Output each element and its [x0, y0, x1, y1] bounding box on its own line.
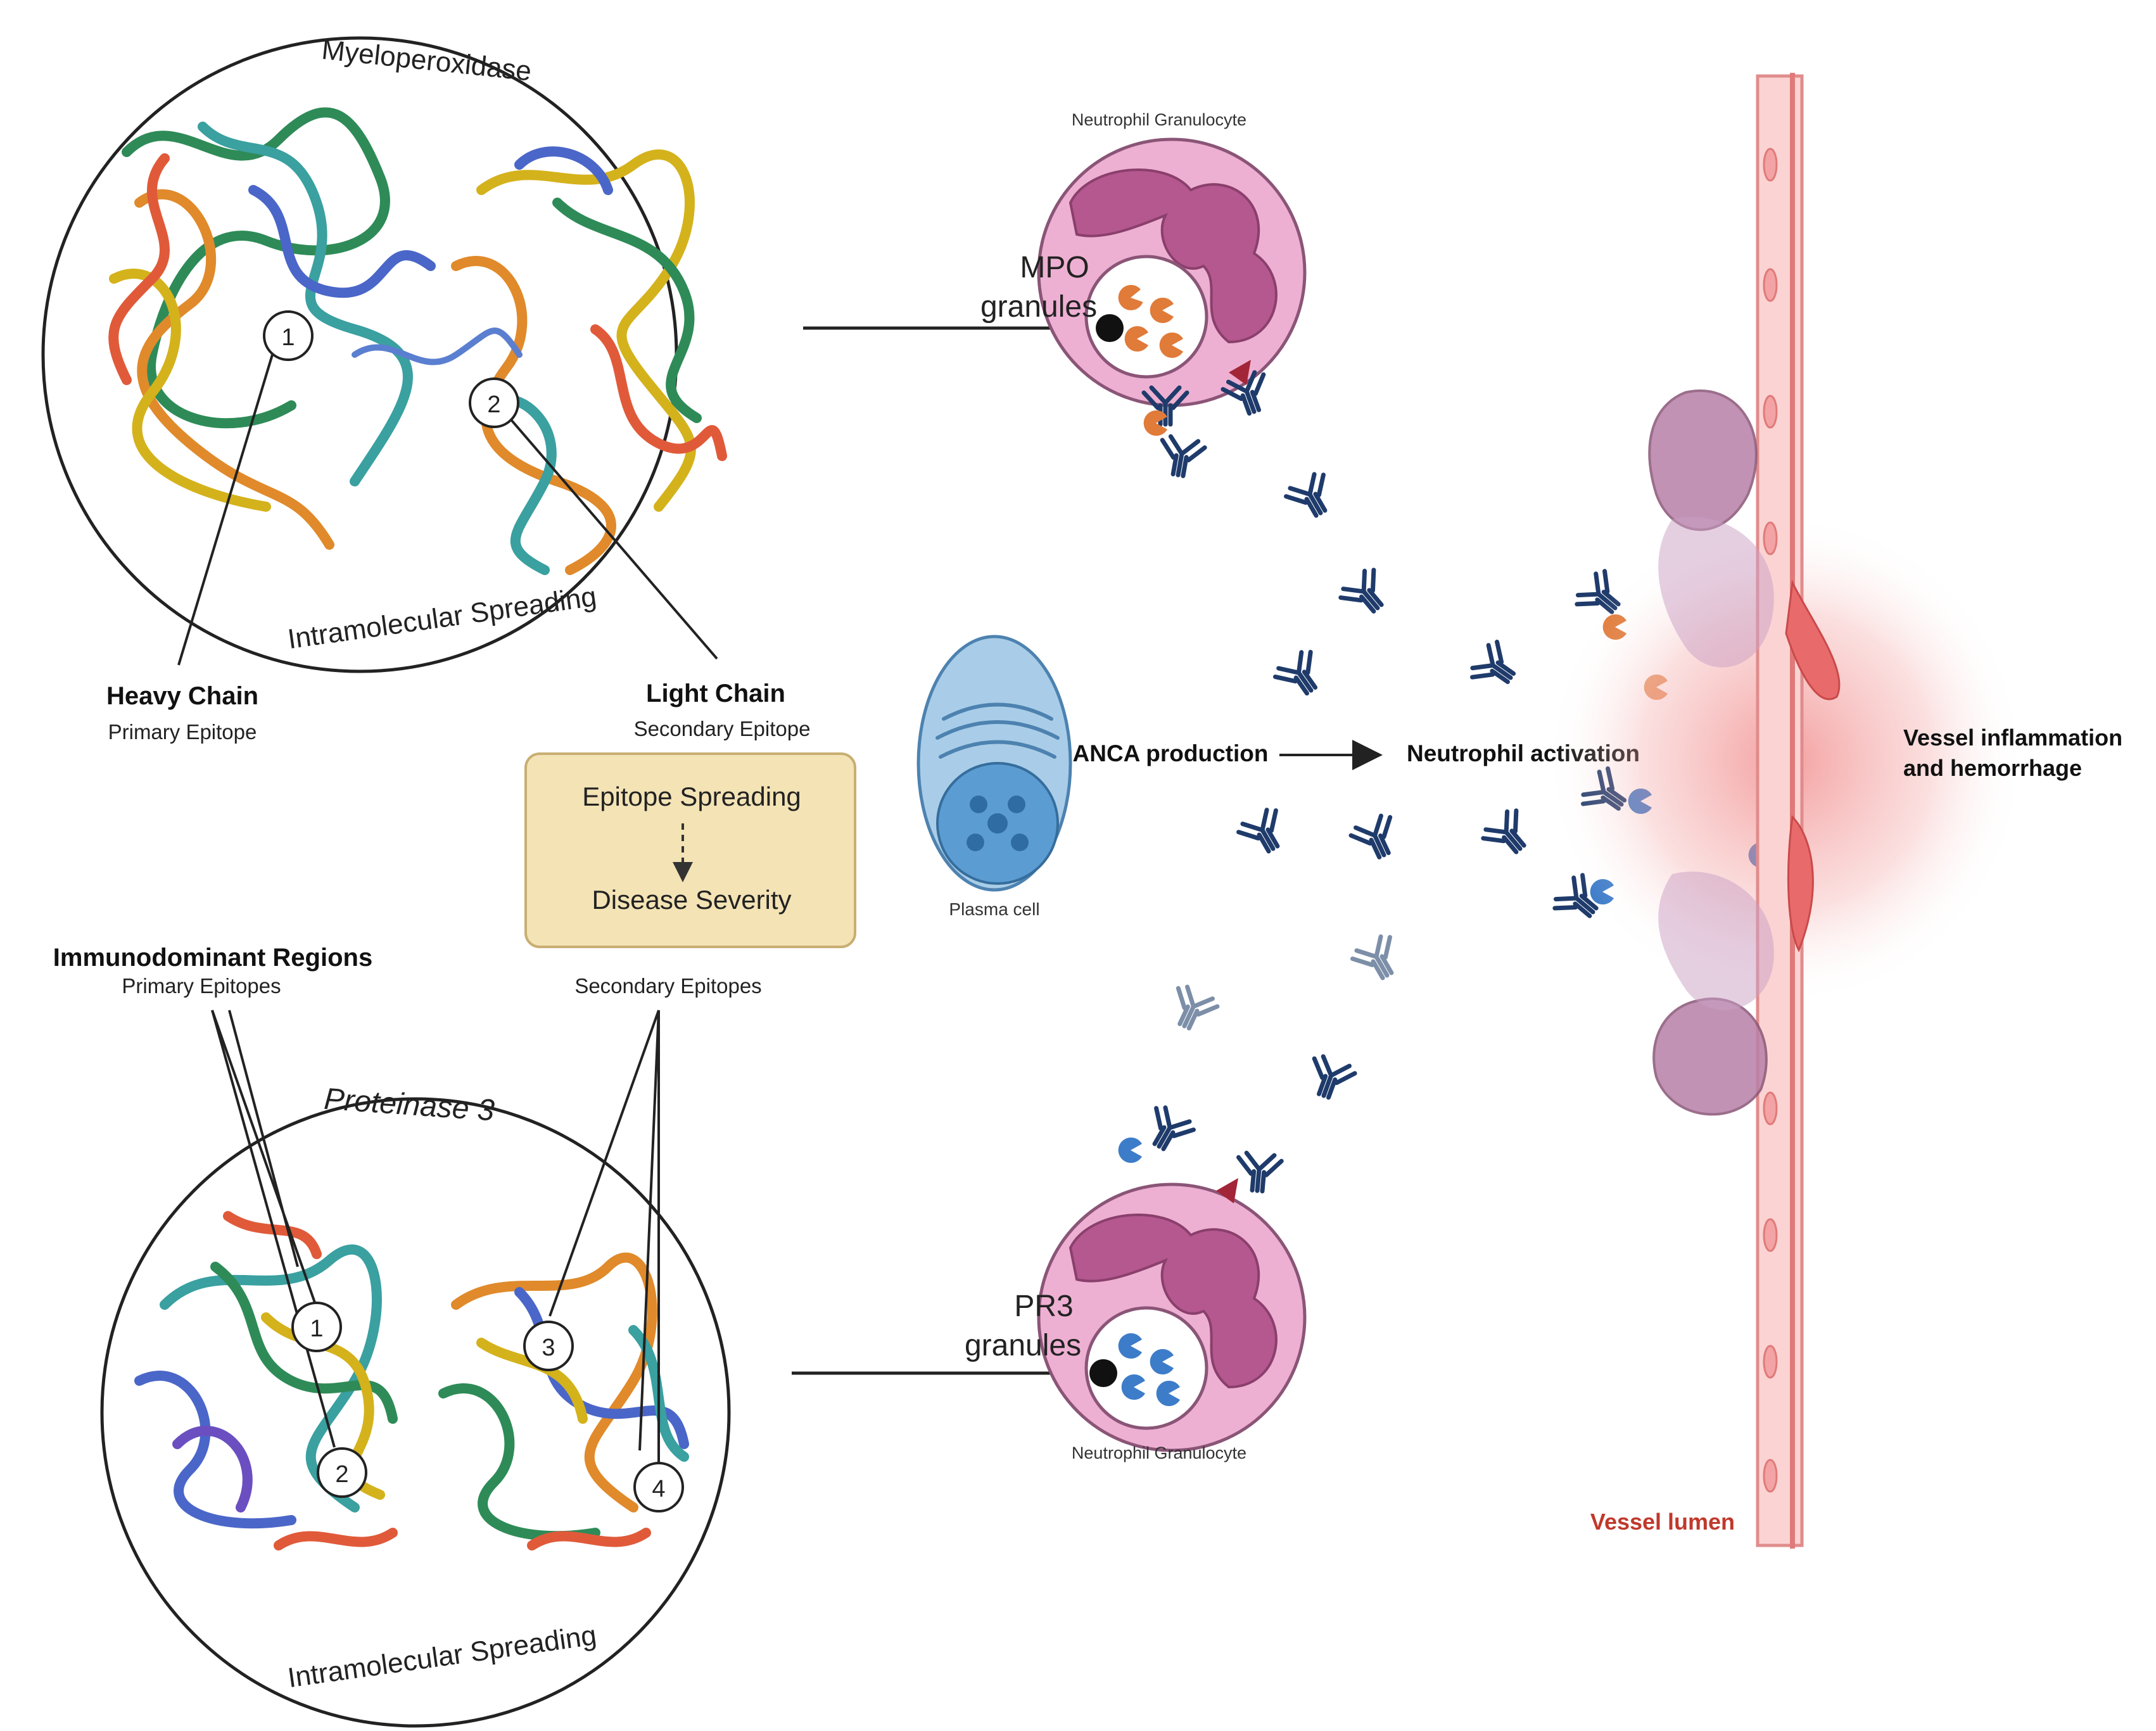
vessel: Vessel inflammation and hemorrhage Vesse…	[1545, 73, 2122, 1549]
light-chain-label: Light Chain	[646, 680, 785, 707]
mpo-panel: Myeloperoxidase Intramolecular Spreading…	[41, 34, 1108, 744]
heavy-chain-label: Heavy Chain	[106, 682, 258, 710]
neutrophil-top: Neutrophil Granulocyte MPO granules	[980, 110, 1307, 407]
pr3-site-1: 1	[310, 1316, 323, 1342]
antibody	[1284, 471, 1340, 524]
vessel-wall	[1756, 74, 1804, 1547]
neutrophil-bottom-nucleus	[1068, 1213, 1278, 1389]
light-chain-secondary-epitope: Secondary Epitope	[634, 717, 811, 740]
antibody	[1338, 566, 1394, 622]
mpo-heavy-chain-leader	[177, 354, 274, 666]
pr3-granule-pointer-dot	[1089, 1359, 1117, 1387]
neutrophil-bottom: PR3 granules Neutrophil Granulocyte	[965, 1178, 1307, 1462]
migrating-neutrophil-top	[1648, 389, 1758, 531]
mpo-granule-pointer-dot	[1096, 314, 1124, 342]
antibody	[1349, 813, 1404, 864]
pr3-site-3: 3	[542, 1335, 555, 1361]
mpo-site-2: 2	[487, 391, 500, 418]
pr3-site-2-marker	[317, 1447, 367, 1498]
antibody	[1480, 807, 1537, 863]
plasma-cell-er	[935, 702, 1060, 759]
pr3-primary-leader-b	[211, 1010, 336, 1448]
neutrophil-bottom-receptor	[1216, 1178, 1238, 1203]
pr3-primary-leader-c	[228, 1010, 299, 1267]
endothelial-cells	[1763, 148, 1778, 1493]
disease-severity-text: Disease Severity	[592, 885, 791, 915]
antibody	[1303, 1054, 1357, 1103]
antibody	[1468, 639, 1523, 695]
pr3-site-4-marker	[633, 1462, 684, 1512]
mpo-site-2-marker	[469, 377, 519, 428]
antibody	[1157, 435, 1206, 479]
neutrophil-top-nucleus	[1068, 168, 1278, 344]
pr3-site-1-marker	[291, 1302, 342, 1352]
pr3-secondary-leader-c	[638, 1010, 660, 1451]
pr3-secondary-leader-a	[549, 1010, 660, 1317]
epitope-box-frame	[524, 752, 856, 948]
plasma-cell-label: Plasma cell	[949, 899, 1039, 919]
epitope-spreading-box: Epitope Spreading Disease Severity	[524, 752, 856, 948]
mpo-granule-vesicle	[1084, 255, 1208, 379]
mpo-light-chain-leader	[510, 419, 718, 660]
plasma-cell: Plasma cell	[916, 635, 1072, 919]
immunodominant-regions-label: Immunodominant Regions	[53, 944, 372, 972]
neutrophil-bottom-label: Neutrophil Granulocyte	[1072, 1443, 1246, 1462]
pr3-granules-line2: granules	[965, 1329, 1081, 1362]
vessel-inflammation-line2: and hemorrhage	[1903, 755, 2082, 781]
mpo-site-1-marker	[263, 310, 314, 361]
pr3-site-2: 2	[335, 1461, 348, 1488]
mpo-granules-line1: MPO	[1020, 251, 1089, 284]
mpo-granules-line2: granules	[980, 290, 1097, 324]
pr3-panel: Immunodominant Regions Primary Epitopes …	[53, 944, 1102, 1728]
pr3-primary-leader-a	[211, 1010, 318, 1309]
antibody-faded	[1350, 933, 1406, 986]
antibodies-faded	[1165, 933, 1405, 1036]
neutrophil-top-label: Neutrophil Granulocyte	[1072, 110, 1246, 129]
pr3-granules-line1: PR3	[1014, 1290, 1073, 1323]
endothelial-cell-damaged-bottom	[1787, 815, 1814, 953]
pr3-secondary-epitopes-label: Secondary Epitopes	[574, 974, 761, 998]
antibody	[1141, 1104, 1196, 1157]
migrating-neutrophil-bottom	[1652, 997, 1768, 1116]
antibody	[1272, 648, 1329, 703]
antibody	[1236, 806, 1292, 859]
pr3-site-3-marker	[523, 1321, 574, 1371]
pr3-primary-epitopes-label: Primary Epitopes	[122, 974, 281, 998]
plasma-cell-chromatin	[967, 796, 1029, 851]
anca-production-label: ANCA production	[1073, 740, 1269, 766]
net-cloud-top	[1658, 517, 1774, 668]
heavy-chain-primary-epitope: Primary Epitope	[108, 720, 257, 744]
antibody	[1236, 1152, 1282, 1193]
mpo-protein-structure	[108, 107, 727, 575]
pr3-site-4: 4	[652, 1476, 665, 1502]
vessel-inflammation-line1: Vessel inflammation	[1903, 725, 2122, 751]
vessel-lumen-label: Vessel lumen	[1590, 1509, 1735, 1535]
net-cloud-bottom	[1658, 872, 1774, 1010]
epitope-spreading-text: Epitope Spreading	[582, 782, 801, 811]
mpo-site-1: 1	[281, 324, 295, 351]
neutrophil-top-receptor	[1229, 360, 1251, 385]
antibody-faded	[1165, 984, 1219, 1035]
endothelial-cell-damaged-top	[1785, 579, 1841, 701]
